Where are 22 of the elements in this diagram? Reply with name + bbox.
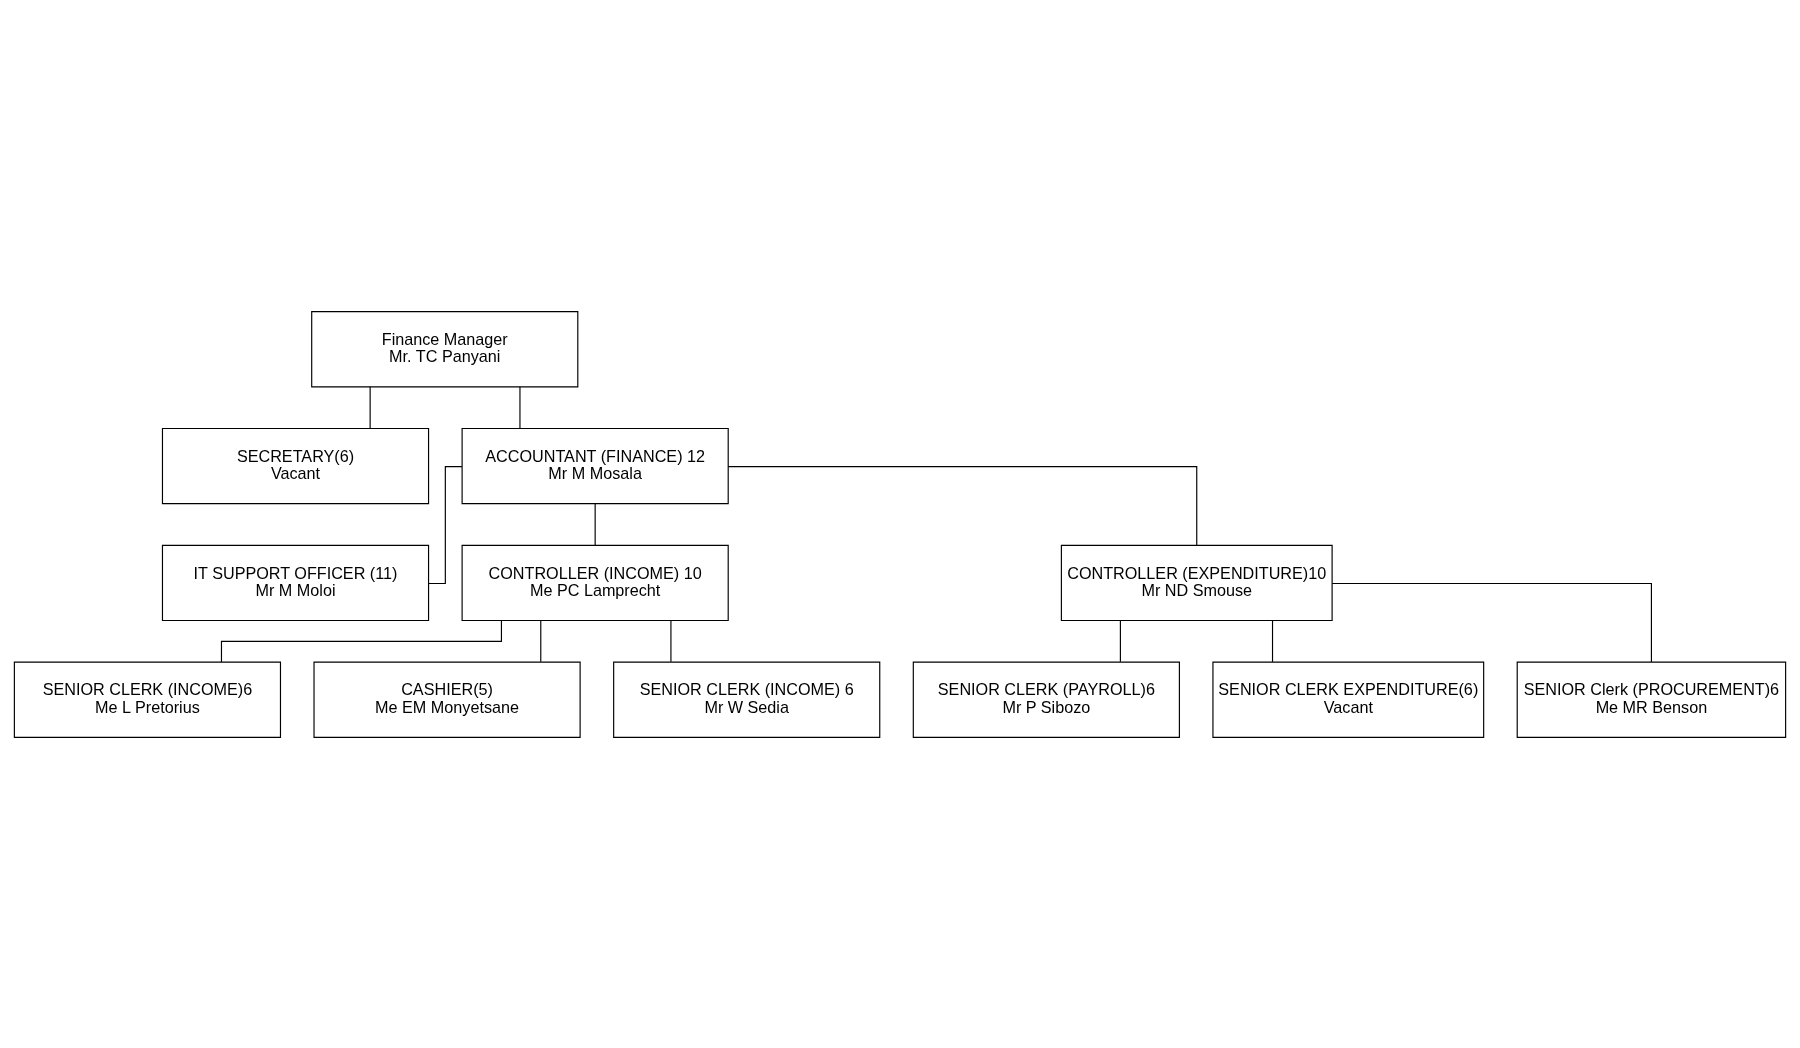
node-box: SECRETARY(6) Vacant <box>161 427 430 504</box>
node-box: SENIOR CLERK (INCOME)6 Me L Pretorius <box>13 661 282 738</box>
node-box: ACCOUNTANT (FINANCE) 12 Mr M Mosala <box>461 427 729 504</box>
connector <box>594 502 596 546</box>
node-box: Finance Manager Mr. TC Panyani <box>311 310 579 387</box>
node-box: SENIOR CLERK EXPENDITURE(6) Vacant <box>1212 661 1485 738</box>
connector <box>1119 619 1121 662</box>
node-box: CONTROLLER (EXPENDITURE)10 Mr ND Smouse <box>1060 544 1333 621</box>
connector <box>519 385 521 429</box>
node-box: SENIOR Clerk (PROCUREMENT)6 Me MR Benson <box>1516 661 1787 738</box>
node-box: CASHIER(5) Me EM Monyetsane <box>313 661 581 738</box>
connector <box>540 619 542 662</box>
node-box: SENIOR CLERK (PAYROLL)6 Mr P Sibozo <box>912 661 1180 738</box>
node-box: SENIOR CLERK (INCOME) 6 Mr W Sedia <box>613 661 881 738</box>
node-box: IT SUPPORT OFFICER (11) Mr M Moloi <box>161 544 430 621</box>
connector <box>1331 582 1652 663</box>
node-box: CONTROLLER (INCOME) 10 Me PC Lamprecht <box>461 544 729 621</box>
connector <box>428 465 463 584</box>
connector <box>369 385 371 429</box>
connector <box>727 465 1198 546</box>
connector <box>1271 619 1274 662</box>
connector <box>670 619 672 662</box>
